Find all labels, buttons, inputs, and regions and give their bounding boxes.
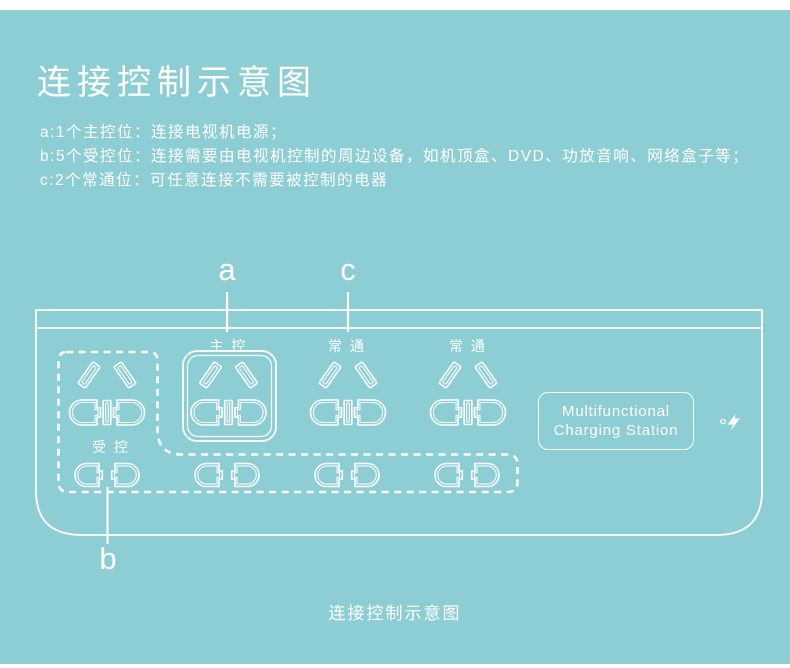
pointer-letter-c: c bbox=[340, 252, 356, 287]
label-always-on-2: 常 通 bbox=[449, 338, 487, 354]
charging-station-line1: Multifunctional bbox=[562, 403, 670, 420]
legend-block: a:1个主控位：连接电视机电源； b:5个受控位：连接需要由电视机控制的周边设备… bbox=[40, 121, 749, 193]
socket-2hole-controlled-3-icon bbox=[314, 462, 380, 488]
master-socket-box bbox=[182, 350, 277, 442]
socket-5hole-controlled-icon bbox=[68, 360, 146, 426]
socket-5hole-always-on-2-icon bbox=[429, 360, 507, 426]
legend-line-a: a:1个主控位：连接电视机电源； bbox=[40, 124, 288, 141]
power-strip-diagram bbox=[35, 292, 763, 544]
charging-station-line2: Charging Station bbox=[553, 422, 679, 439]
label-master-socket: 主 控 bbox=[209, 338, 248, 354]
label-controlled-zone: 受 控 bbox=[92, 439, 130, 455]
indicator-dot-icon bbox=[720, 418, 726, 425]
charging-station-box: Multifunctional Charging Station bbox=[538, 392, 694, 450]
socket-2hole-controlled-1-icon bbox=[74, 462, 140, 488]
socket-5hole-master-icon bbox=[190, 360, 267, 426]
strip-outline bbox=[35, 309, 763, 536]
teal-background bbox=[0, 10, 790, 664]
socket-2hole-controlled-2-icon bbox=[194, 462, 260, 488]
legend-line-c: c:2个常通位：可任意连接不需要被控制的电器 bbox=[40, 172, 389, 189]
page-title: 连接控制示意图 bbox=[37, 64, 317, 102]
legend-line-b: b:5个受控位：连接需要由电视机控制的周边设备，如机顶盒、DVD、功放音响、网络… bbox=[40, 148, 750, 165]
lightning-icon bbox=[727, 413, 740, 431]
pointer-letter-a: a bbox=[218, 252, 236, 287]
socket-2hole-controlled-4-icon bbox=[434, 462, 500, 488]
label-always-on-1: 常 通 bbox=[328, 338, 366, 354]
pointer-letter-b: b bbox=[99, 541, 117, 576]
socket-5hole-always-on-1-icon bbox=[309, 360, 387, 426]
footer-caption: 连接控制示意图 bbox=[328, 604, 462, 623]
